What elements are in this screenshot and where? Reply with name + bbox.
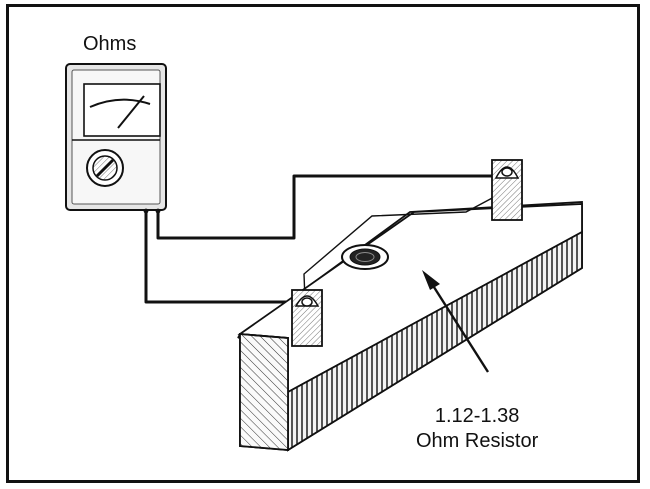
- pointer-arrow: [422, 270, 490, 373]
- terminal-far: [491, 159, 523, 221]
- ohmmeter: [65, 63, 167, 214]
- mounting-hole: [341, 244, 389, 270]
- terminal-near: [291, 289, 323, 347]
- selector-knob: [86, 149, 124, 187]
- meter-label: Ohms: [83, 33, 137, 55]
- resistor-name-label: Ohm Resistor: [416, 430, 539, 452]
- test-lead-near: [144, 212, 298, 304]
- test-lead-far: [156, 174, 500, 240]
- resistor-label: 1.12-1.38 Ohm Resistor: [416, 404, 538, 454]
- resistor-value-label: 1.12-1.38: [434, 405, 520, 427]
- meter-needle: [117, 95, 145, 129]
- test-leads: [144, 174, 500, 304]
- resistor-block: [237, 195, 583, 452]
- meter-dial: [83, 83, 161, 137]
